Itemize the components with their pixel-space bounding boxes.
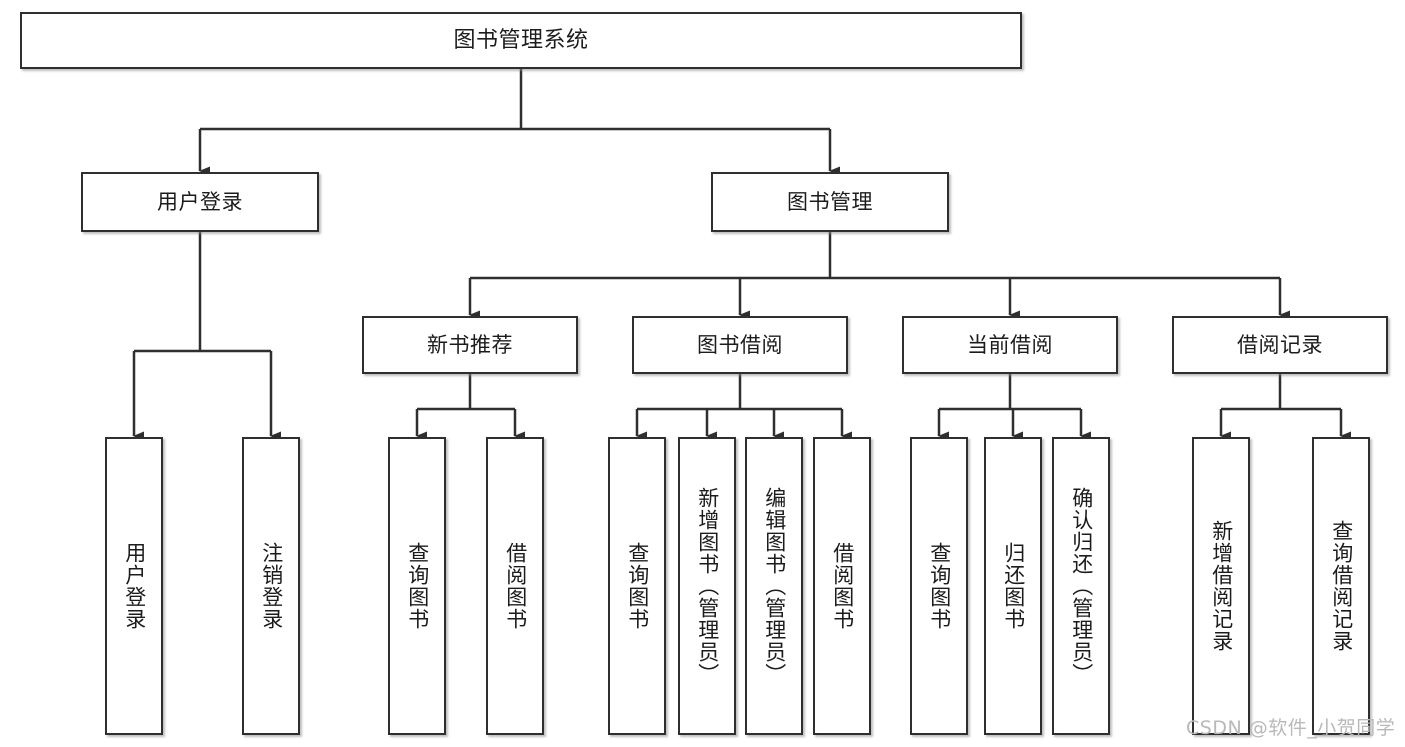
node-book-manage-label: 图书管理 [787, 189, 873, 214]
leaf-user-login-label: 用户登录 [122, 542, 147, 630]
node-book-borrow[interactable]: 图书借阅 [632, 316, 848, 374]
node-root[interactable]: 图书管理系统 [20, 12, 1022, 69]
leaf-borrow-book-1[interactable]: 借阅图书 [486, 437, 544, 735]
leaf-user-login[interactable]: 用户登录 [105, 437, 163, 735]
node-user-login-label: 用户登录 [157, 189, 243, 214]
node-new-book-recommend-label: 新书推荐 [427, 332, 513, 357]
leaf-query-book-2[interactable]: 查询图书 [608, 437, 666, 735]
node-user-login[interactable]: 用户登录 [81, 172, 319, 232]
leaf-user-logout-label: 注销登录 [259, 542, 284, 630]
leaf-query-book-3[interactable]: 查询图书 [910, 437, 968, 735]
leaf-query-record-label: 查询借阅记录 [1329, 520, 1354, 652]
leaf-return-book[interactable]: 归还图书 [984, 437, 1042, 735]
node-borrow-record[interactable]: 借阅记录 [1172, 316, 1388, 374]
csdn-watermark: CSDN @软件_小贺同学 [1186, 717, 1396, 739]
leaf-add-book-label: 新增图书（管理员） [695, 487, 720, 685]
leaf-query-record[interactable]: 查询借阅记录 [1312, 437, 1370, 735]
leaf-user-logout[interactable]: 注销登录 [242, 437, 300, 735]
node-new-book-recommend[interactable]: 新书推荐 [362, 316, 578, 374]
node-borrow-record-label: 借阅记录 [1237, 332, 1323, 357]
leaf-confirm-return-label: 确认归还（管理员） [1069, 487, 1094, 685]
leaf-query-book-1[interactable]: 查询图书 [388, 437, 446, 735]
leaf-add-record-label: 新增借阅记录 [1209, 520, 1234, 652]
leaf-confirm-return[interactable]: 确认归还（管理员） [1052, 437, 1110, 735]
leaf-borrow-book-2-label: 借阅图书 [830, 542, 855, 630]
leaf-query-book-1-label: 查询图书 [405, 542, 430, 630]
leaf-query-book-3-label: 查询图书 [927, 542, 952, 630]
node-book-manage[interactable]: 图书管理 [711, 172, 949, 232]
leaf-add-record[interactable]: 新增借阅记录 [1192, 437, 1250, 735]
leaf-add-book[interactable]: 新增图书（管理员） [678, 437, 736, 735]
leaf-edit-book-label: 编辑图书（管理员） [762, 487, 787, 685]
leaf-edit-book[interactable]: 编辑图书（管理员） [745, 437, 803, 735]
node-current-borrow-label: 当前借阅 [967, 332, 1053, 357]
node-root-label: 图书管理系统 [453, 27, 589, 53]
node-book-borrow-label: 图书借阅 [697, 332, 783, 357]
node-current-borrow[interactable]: 当前借阅 [902, 316, 1118, 374]
leaf-query-book-2-label: 查询图书 [625, 542, 650, 630]
leaf-borrow-book-1-label: 借阅图书 [503, 542, 528, 630]
leaf-borrow-book-2[interactable]: 借阅图书 [813, 437, 871, 735]
leaf-return-book-label: 归还图书 [1001, 542, 1026, 630]
